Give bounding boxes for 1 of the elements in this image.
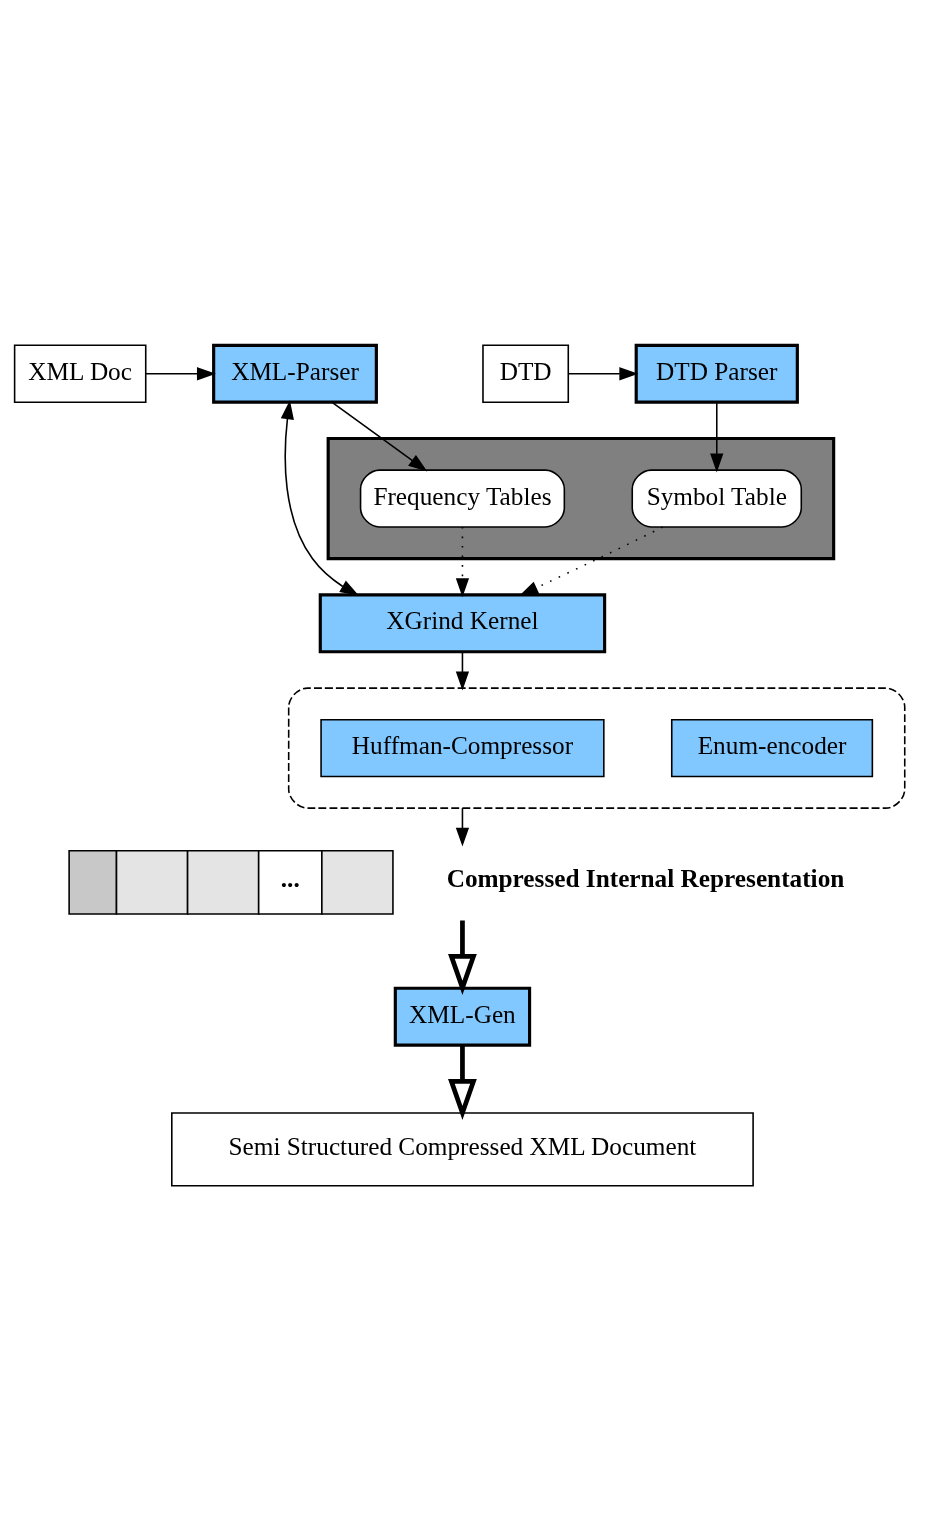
node-label: Compressed Internal Representation (446, 863, 845, 892)
